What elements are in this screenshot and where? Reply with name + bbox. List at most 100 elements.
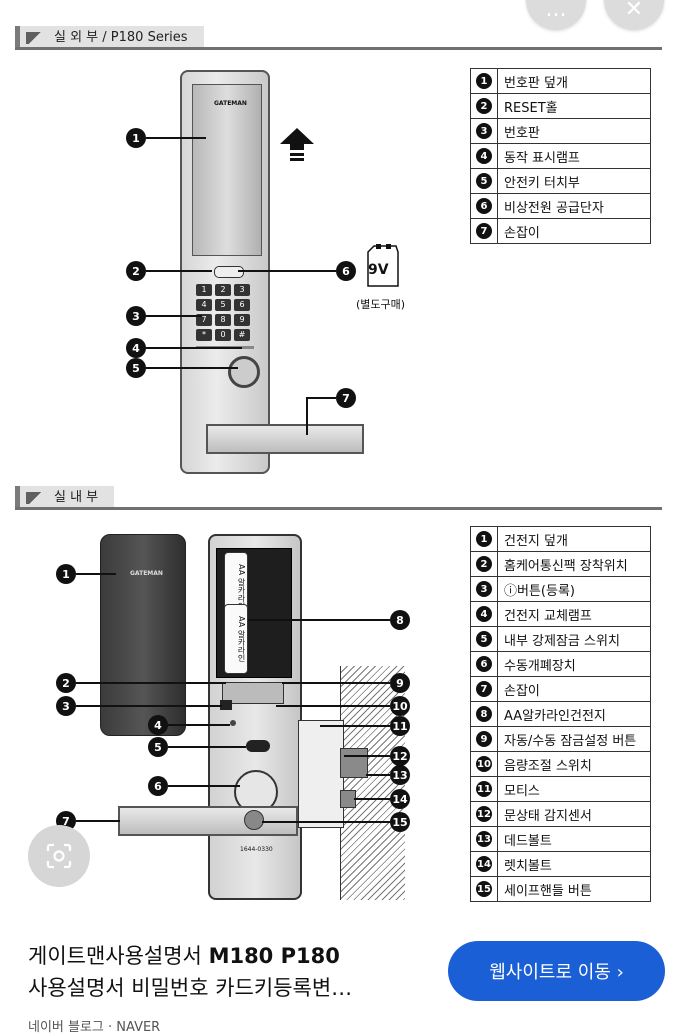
legend-number: 7 <box>476 223 492 240</box>
int-callout-9: 9 <box>390 673 410 693</box>
ext-callout-7: 7 <box>336 388 356 408</box>
legend-label: 번호판 덮개 <box>497 68 651 94</box>
legend-number-cell: 10 <box>470 751 498 777</box>
legend-label: 안전키 터치부 <box>497 168 651 194</box>
keypad-key: 8 <box>215 314 231 326</box>
gateman-logo: GATEMAN <box>214 100 247 107</box>
legend-row: 11 모티스 <box>470 776 651 802</box>
int-leader-15 <box>262 821 390 823</box>
legend-label: 세이프핸들 버튼 <box>497 876 651 902</box>
legend-number: 4 <box>476 148 492 165</box>
ext-leader-5 <box>146 367 238 369</box>
int-callout-10: 10 <box>390 696 410 716</box>
result-source[interactable]: 네이버 블로그 · NAVER <box>28 1020 161 1035</box>
result-title-line2: 사용설명서 비밀번호 카드키등록변… <box>28 976 353 1000</box>
keypad-key: 2 <box>215 284 231 296</box>
int-leader-6 <box>168 785 240 787</box>
ext-leader-2 <box>146 270 212 272</box>
legend-number: 10 <box>476 756 492 773</box>
legend-row: 7 손잡이 <box>470 676 651 702</box>
close-button[interactable]: ✕ <box>604 0 664 30</box>
int-leader-7 <box>76 820 120 822</box>
keypad-key: 3 <box>234 284 250 296</box>
force-lock-switch <box>246 740 270 752</box>
legend-label: 음량조절 스위치 <box>497 751 651 777</box>
int-leader-3 <box>76 705 222 707</box>
result-title[interactable]: 게이트맨사용설명서 M180 P180 사용설명서 비밀번호 카드키등록변… <box>28 940 438 1004</box>
int-callout-3: 3 <box>56 696 76 716</box>
legend-row: 4 건전지 교체램프 <box>470 601 651 627</box>
keypad-key: 9 <box>234 314 250 326</box>
legend-number: 6 <box>476 656 492 673</box>
int-callout-6: 6 <box>148 776 168 796</box>
legend-number: 15 <box>476 881 492 898</box>
legend-number: 14 <box>476 856 492 873</box>
phone-number: 1644-0330 <box>240 846 273 853</box>
safe-handle-button <box>244 810 264 830</box>
legend-label: 수동개폐장치 <box>497 651 651 677</box>
visit-website-button[interactable]: 웹사이트로 이동 › <box>448 941 665 1001</box>
legend-label: 번호판 <box>497 118 651 144</box>
more-options-button[interactable]: ... <box>526 0 586 30</box>
legend-label: 홈케어통신팩 장착위치 <box>497 551 651 577</box>
legend-number-cell: 11 <box>470 776 498 802</box>
keypad-key: 1 <box>196 284 212 296</box>
keypad-key: 6 <box>234 299 250 311</box>
9v-battery-icon <box>367 244 399 287</box>
legend-row: 6 수동개폐장치 <box>470 651 651 677</box>
legend-number-cell: 8 <box>470 701 498 727</box>
legend-number: 12 <box>476 806 492 823</box>
battery-voltage-label: 9V <box>368 262 389 278</box>
legend-row: 4 동작 표시램프 <box>470 143 651 169</box>
legend-label: 동작 표시램프 <box>497 143 651 169</box>
legend-number-cell: 1 <box>470 526 498 552</box>
ext-leader-7v <box>306 397 308 435</box>
legend-label: 비상전원 공급단자 <box>497 193 651 219</box>
int-leader-1 <box>76 573 116 575</box>
legend-number: 7 <box>476 681 492 698</box>
legend-number-cell: 6 <box>470 651 498 677</box>
register-button <box>220 700 232 710</box>
ext-leader-7 <box>306 397 336 399</box>
visual-search-button[interactable] <box>28 825 90 887</box>
legend-number: 4 <box>476 606 492 623</box>
legend-number-cell: 7 <box>470 218 498 244</box>
reset-hole <box>214 266 244 278</box>
ext-callout-2: 2 <box>126 261 146 281</box>
legend-row: 7 손잡이 <box>470 218 651 244</box>
legend-row: 14 렛치볼트 <box>470 851 651 877</box>
int-callout-5: 5 <box>148 737 168 757</box>
int-callout-13: 13 <box>390 765 410 785</box>
exterior-handle <box>206 424 364 454</box>
legend-number-cell: 5 <box>470 168 498 194</box>
legend-label: 모티스 <box>497 776 651 802</box>
int-leader-14 <box>354 798 390 800</box>
legend-label: 손잡이 <box>497 676 651 702</box>
keypad-key: 4 <box>196 299 212 311</box>
legend-number: 3 <box>476 123 492 140</box>
legend-label: 건전지 교체램프 <box>497 601 651 627</box>
legend-number: 1 <box>476 531 492 548</box>
int-callout-1: 1 <box>56 564 76 584</box>
comm-pack-slot <box>222 682 284 704</box>
legend-number: 3 <box>476 581 492 598</box>
legend-label: 렛치볼트 <box>497 851 651 877</box>
legend-label: 손잡이 <box>497 218 651 244</box>
interior-section-divider <box>15 507 662 510</box>
safety-key-touch <box>228 356 260 388</box>
legend-number: 11 <box>476 781 492 798</box>
more-icon: ... <box>545 0 567 22</box>
legend-number-cell: 13 <box>470 826 498 852</box>
legend-number-cell: 4 <box>470 601 498 627</box>
ext-callout-5: 5 <box>126 358 146 378</box>
legend-number-cell: 2 <box>470 93 498 119</box>
int-leader-5 <box>168 746 246 748</box>
legend-number-cell: 5 <box>470 626 498 652</box>
ext-leader-6 <box>238 270 336 272</box>
